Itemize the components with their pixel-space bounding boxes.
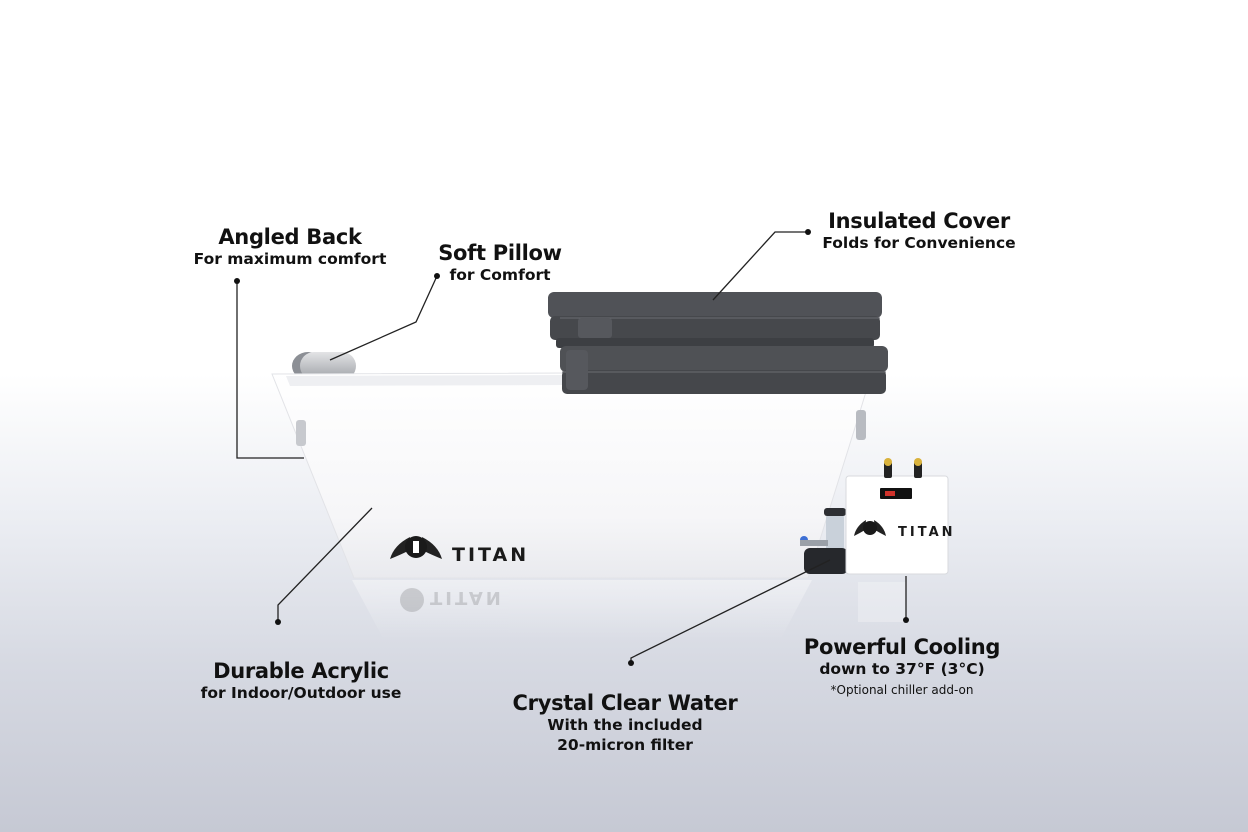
callout-title: Insulated Cover [828, 209, 1010, 233]
chiller-unit: TITAN [845, 458, 956, 575]
pillow [292, 352, 356, 380]
callout-title: Angled Back [218, 225, 362, 249]
callout-durable-acrylic: Durable Acrylic for Indoor/Outdoor use [186, 658, 416, 704]
insulated-cover [548, 292, 888, 394]
tub-brand-text: TITAN [452, 544, 529, 566]
callout-subtitle: down to 37°F (3°C) [819, 660, 985, 679]
leader-angled-back [236, 281, 304, 459]
callout-subtitle: for Comfort [449, 266, 551, 285]
floor-reflection: TITAN [352, 580, 906, 640]
callout-subtitle: for Indoor/Outdoor use [200, 684, 402, 703]
callout-subtitle: Folds for Convenience [822, 234, 1016, 253]
callout-note: *Optional chiller add-on [830, 682, 974, 697]
callout-angled-back: Angled Back For maximum comfort [180, 224, 400, 270]
callout-subtitle-line2: 20-micron filter [557, 735, 693, 754]
callout-powerful-cooling: Powerful Cooling down to 37°F (3°C) *Opt… [796, 634, 1008, 698]
callout-title: Crystal Clear Water [512, 691, 738, 715]
leader-durable-acrylic [277, 507, 373, 622]
callout-title: Soft Pillow [438, 241, 562, 265]
leader-insulated-cover [712, 231, 808, 301]
callout-insulated-cover: Insulated Cover Folds for Convenience [810, 208, 1028, 254]
tub: TITAN [271, 371, 873, 579]
callout-crystal-clear-water: Crystal Clear Water With the included 20… [500, 690, 750, 755]
leader-dots [234, 229, 909, 666]
callout-title: Durable Acrylic [213, 659, 389, 683]
callout-soft-pillow: Soft Pillow for Comfort [420, 240, 580, 286]
callout-subtitle-line1: With the included [547, 716, 703, 735]
tub-logo: TITAN [390, 536, 529, 566]
leader-soft-pillow [329, 275, 438, 361]
chiller-brand-text: TITAN [898, 525, 956, 540]
callout-subtitle: For maximum comfort [193, 250, 387, 269]
callout-title: Powerful Cooling [803, 635, 1001, 659]
svg-text:TITAN: TITAN [430, 587, 504, 608]
